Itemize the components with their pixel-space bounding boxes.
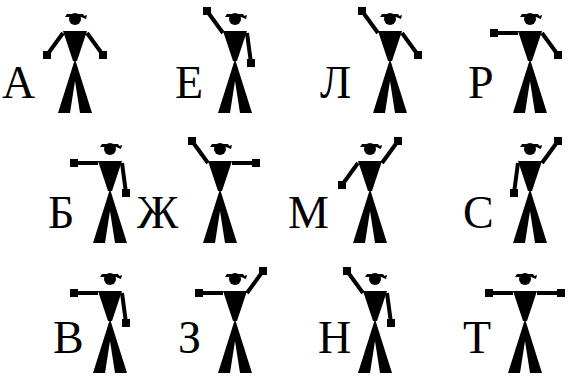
figure-b <box>70 143 130 243</box>
letter-label: Е <box>175 60 203 106</box>
figure-r <box>490 13 562 113</box>
figure-e <box>203 7 255 113</box>
letter-label: В <box>53 315 84 361</box>
letter-label: М <box>288 190 329 236</box>
letter-label: Л <box>320 60 351 106</box>
figure-z <box>195 267 267 373</box>
letter-label: А <box>2 60 35 106</box>
figure-m <box>338 137 402 243</box>
letter-label: Б <box>48 190 74 236</box>
figure-l <box>358 7 422 113</box>
figure-s <box>510 137 562 243</box>
letter-label: З <box>178 315 201 361</box>
letter-label: Ж <box>137 190 178 236</box>
letter-label: Т <box>463 315 491 361</box>
letter-label: Н <box>318 315 351 361</box>
letter-label: С <box>463 190 494 236</box>
figure-t <box>485 273 565 373</box>
figure-zh <box>188 137 260 243</box>
letter-label: Р <box>468 60 494 106</box>
figure-a <box>43 13 107 113</box>
